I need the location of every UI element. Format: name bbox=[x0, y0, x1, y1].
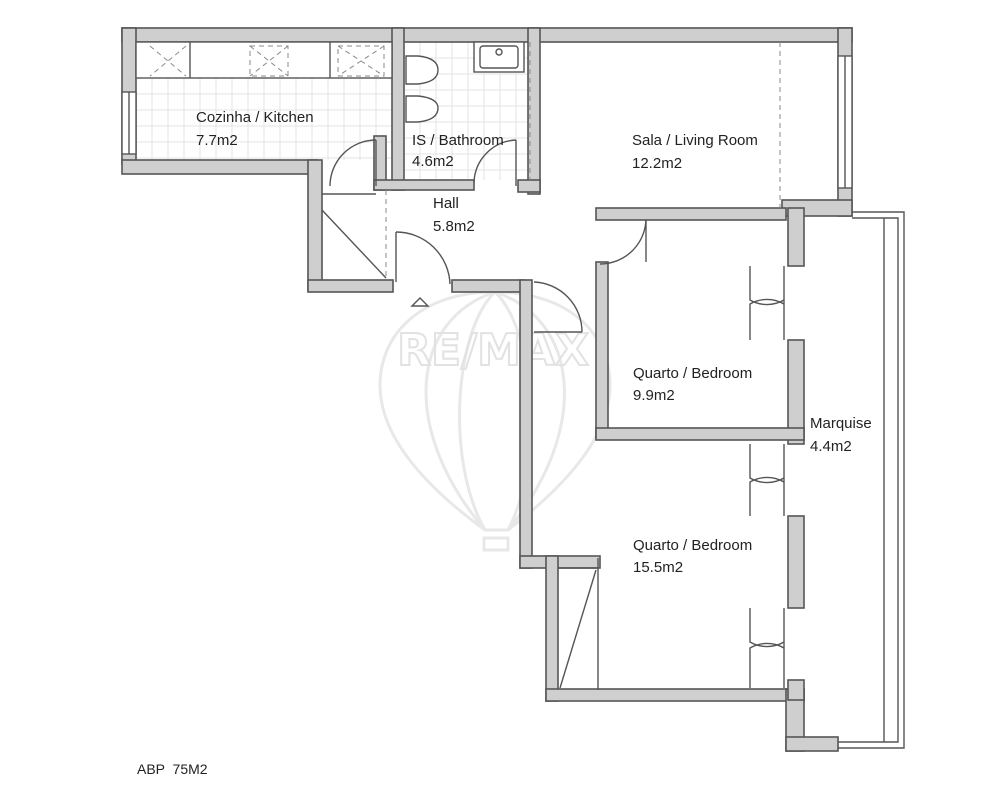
windows bbox=[121, 55, 905, 749]
walls bbox=[121, 27, 853, 752]
bathroom-name-label: IS / Bathroom bbox=[412, 132, 504, 149]
bedroom2-closet bbox=[558, 558, 599, 690]
bathroom-area-label: 4.6m2 bbox=[412, 153, 454, 170]
kitchen-name-label: Cozinha / Kitchen bbox=[196, 109, 314, 126]
living-room-area-label: 12.2m2 bbox=[632, 155, 682, 172]
kitchen-area-label: 7.7m2 bbox=[196, 132, 238, 149]
marquise-area-label: 4.4m2 bbox=[810, 438, 852, 455]
room-labels: Cozinha / Kitchen 7.7m2 IS / Bathroom 4.… bbox=[137, 109, 872, 777]
watermark-text: RE/MAX bbox=[397, 325, 589, 376]
bathroom-fixtures bbox=[405, 41, 531, 180]
hall-area-label: 5.8m2 bbox=[433, 218, 475, 235]
doors bbox=[329, 139, 785, 688]
living-room-name-label: Sala / Living Room bbox=[632, 132, 758, 149]
kitchen-counter bbox=[135, 41, 393, 79]
total-area-label: ABP 75M2 bbox=[137, 761, 208, 777]
marquise-name-label: Marquise bbox=[810, 415, 872, 432]
hall-name-label: Hall bbox=[433, 195, 459, 212]
bedroom1-name-label: Quarto / Bedroom bbox=[633, 365, 752, 382]
bedroom1-area-label: 9.9m2 bbox=[633, 387, 675, 404]
bedroom2-name-label: Quarto / Bedroom bbox=[633, 537, 752, 554]
bedroom2-area-label: 15.5m2 bbox=[633, 559, 683, 576]
hall-closet bbox=[321, 42, 781, 307]
remax-balloon-watermark: RE/MAX bbox=[378, 290, 612, 552]
